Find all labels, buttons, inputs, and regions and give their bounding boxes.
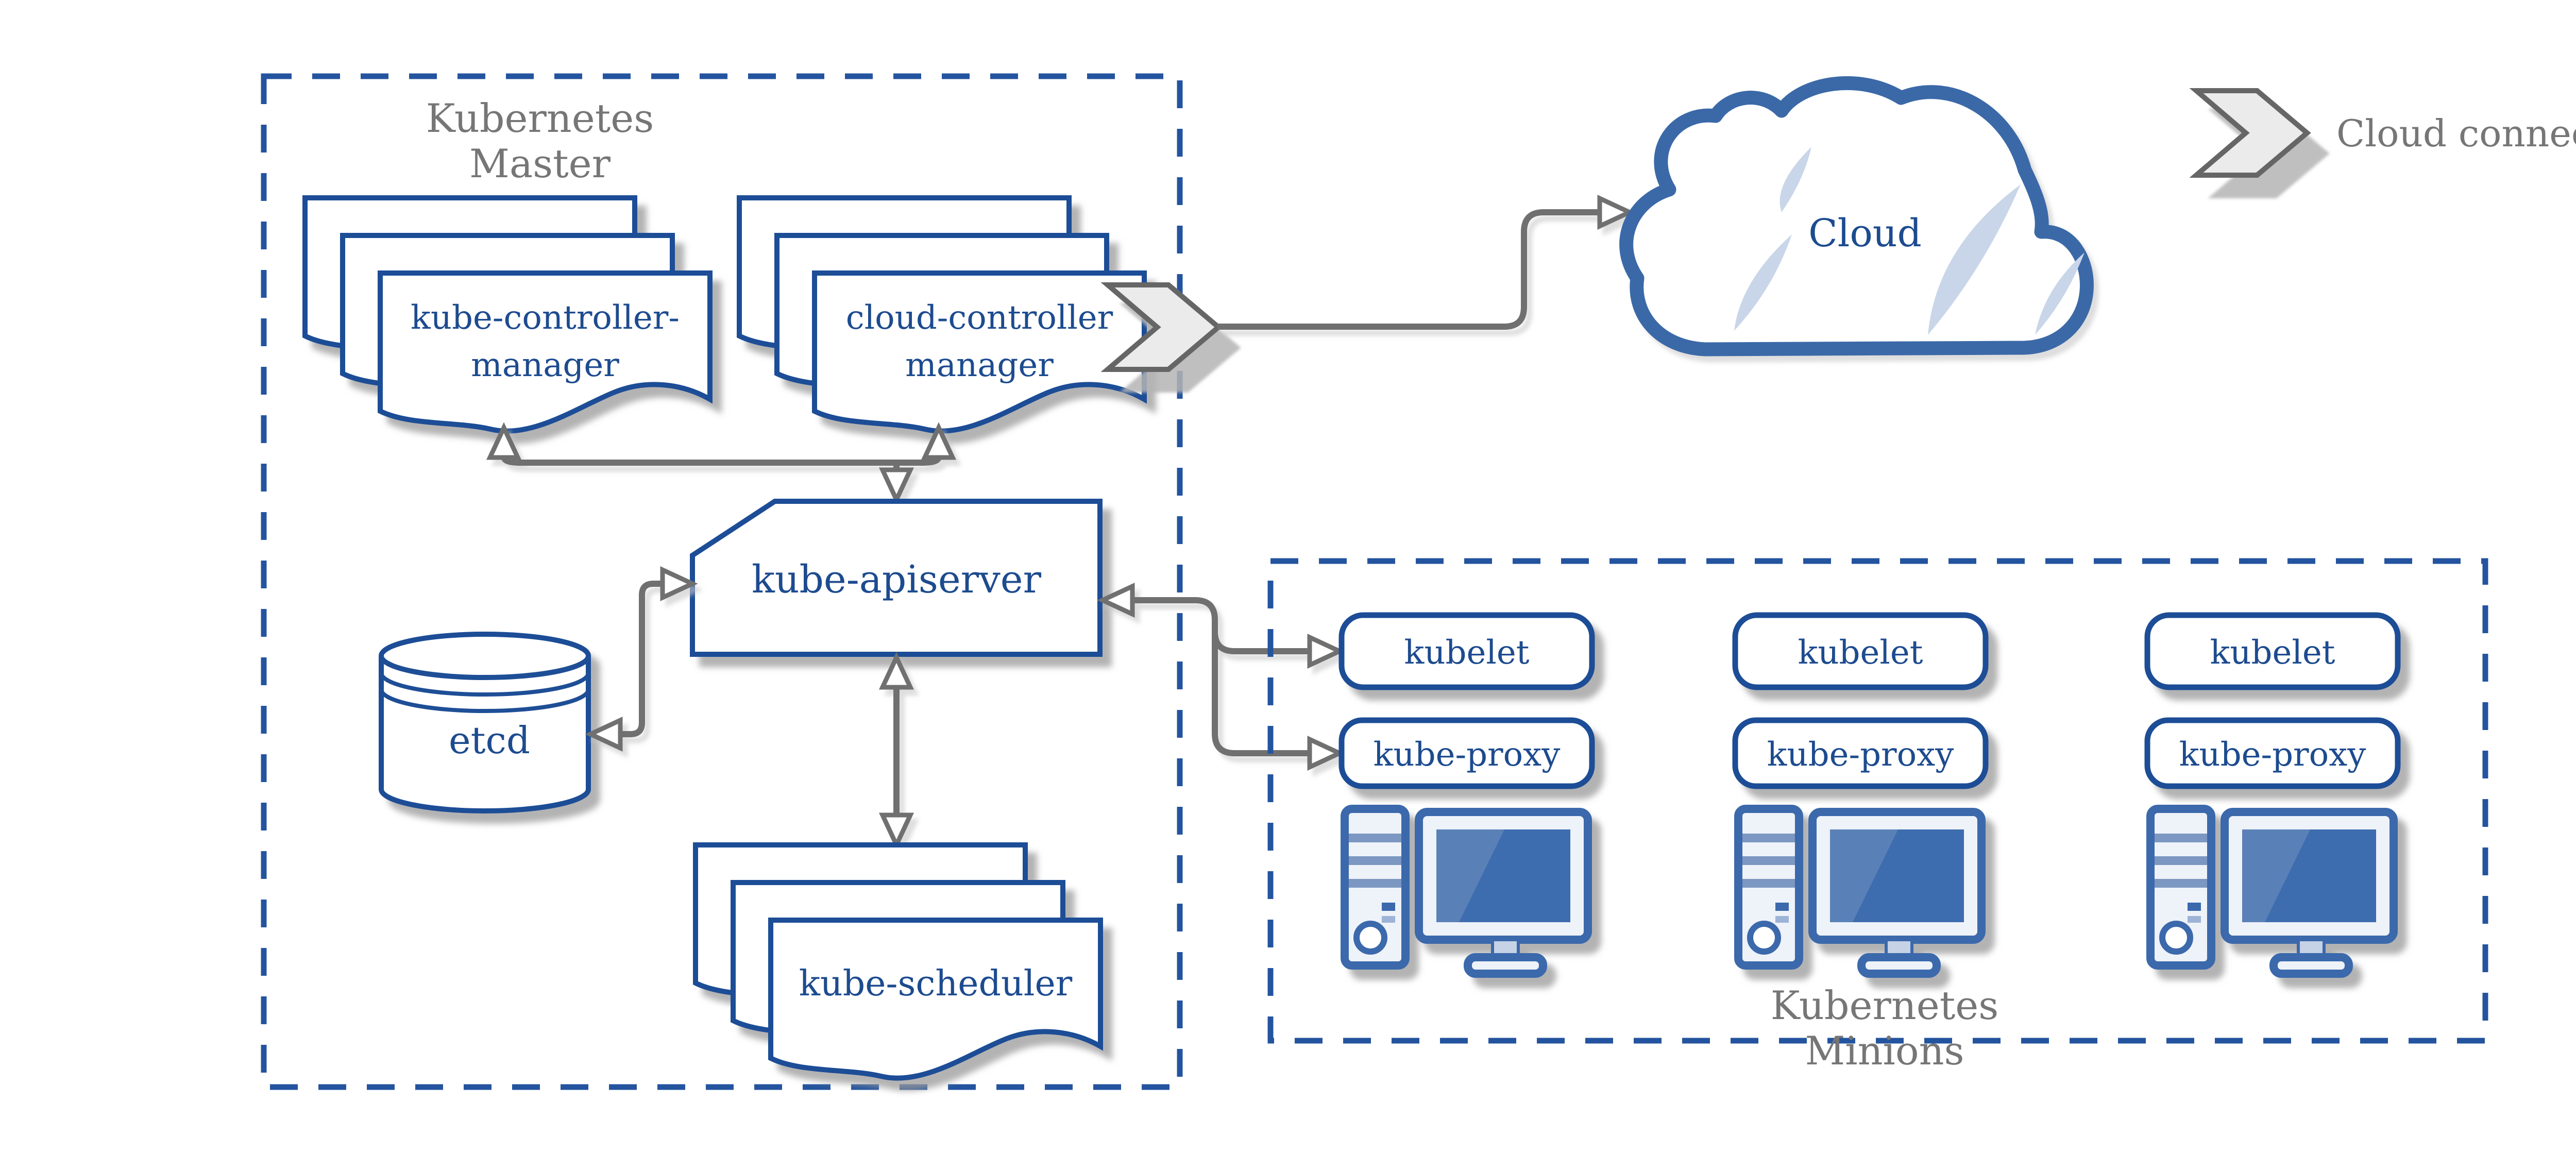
minion-node: kubelet kube-proxy (2144, 612, 2401, 974)
arrow-line (1217, 209, 1600, 330)
arrow-apiserver-to-node (1097, 582, 1345, 771)
arrow-apiserver-scheduler (878, 652, 914, 851)
cylinder-rim (379, 655, 591, 680)
kube-scheduler-label: kube-scheduler (799, 963, 1073, 1004)
arrowhead-up-icon (878, 652, 914, 690)
cloud-slash-decoration (2035, 252, 2084, 335)
master-title-line2: Master (469, 141, 611, 186)
etcd-cylinder-shape (379, 632, 591, 813)
arrowhead-left-icon (585, 716, 623, 752)
cloud-outline (1619, 76, 2094, 357)
kubelet-box (1732, 612, 1989, 690)
arrowhead-down-icon (878, 467, 914, 505)
arrow-connector-to-cloud (1217, 194, 1635, 330)
kubelet-box (1338, 612, 1595, 690)
desktop-computer-icon (1738, 809, 1981, 974)
arrow-line (1130, 597, 1312, 756)
arrowhead-up-icon (486, 422, 522, 460)
kube-proxy-label: kube-proxy (2179, 736, 2366, 774)
minion-node: kubelet kube-proxy (1338, 612, 1595, 974)
kube-scheduler-node: kube-scheduler (696, 845, 1100, 1078)
kubelet-box (2144, 612, 2401, 690)
cylinder-disc-line (379, 689, 590, 713)
kubelet-label: kubelet (2210, 634, 2335, 672)
cloud-controller-manager-node: cloud-controller manager (739, 198, 1144, 431)
minions-title-line2: Minions (1805, 1028, 1964, 1074)
arrowhead-left-icon (1097, 582, 1135, 618)
cloud-controller-manager-label-line2: manager (905, 346, 1054, 384)
cloud-shape: Cloud (1619, 76, 2094, 357)
legend-label: Cloud connector (2336, 112, 2576, 155)
kube-controller-manager-label-line1: kube-controller- (411, 299, 680, 337)
arrowhead-right-icon (1307, 735, 1345, 771)
kubernetes-minions-group: kubelet kube-proxy kubelet kube-proxy ku… (1267, 558, 2488, 1074)
kube-controller-manager-label-line2: manager (471, 346, 619, 384)
kube-proxy-box (1338, 717, 1595, 789)
arrow-apiserver-to-controller-managers (486, 422, 957, 505)
kubernetes-master-group: Kubernetes Master kube-controller- manag… (261, 73, 1183, 1090)
kube-proxy-box (1732, 717, 1989, 789)
kube-proxy-box (2144, 717, 2401, 789)
etcd-label: etcd (449, 719, 530, 762)
arrowhead-right-icon (660, 566, 698, 602)
desktop-computer-icon (1345, 809, 1588, 974)
kubelet-label: kubelet (1798, 634, 1923, 672)
kube-proxy-label: kube-proxy (1374, 736, 1561, 774)
cloud-connector-flow: Cloud (1108, 76, 2094, 369)
cloud-slash-decoration (1780, 147, 1811, 212)
kube-controller-manager-node: kube-controller- manager (305, 198, 710, 431)
arrow-apiserver-etcd (585, 566, 698, 752)
cloud-connector-legend: Cloud connector (2196, 91, 2576, 175)
cloud-slash-decoration (1734, 234, 1792, 331)
kubernetes-master-border (261, 73, 1183, 1090)
kube-proxy-label: kube-proxy (1767, 736, 1954, 774)
arrow-line (618, 581, 665, 737)
cloud-connector-chevron-icon (2196, 91, 2307, 175)
kube-apiserver-node: kube-apiserver (690, 499, 1103, 657)
kubelet-label: kubelet (1404, 634, 1530, 672)
arrow-line (1212, 631, 1312, 654)
minion-node: kubelet kube-proxy (1732, 612, 1989, 974)
etcd-node: etcd (379, 632, 591, 813)
cylinder-disc-line (379, 672, 590, 697)
arrow-line (501, 455, 896, 466)
arrowhead-up-icon (921, 422, 957, 460)
arrowhead-right-icon (1597, 194, 1635, 230)
kube-apiserver-label: kube-apiserver (752, 557, 1042, 602)
desktop-computer-icon (2150, 809, 2394, 974)
minions-title-line1: Kubernetes (1771, 982, 1998, 1028)
master-title-line1: Kubernetes (426, 95, 654, 141)
kubernetes-minions-border (1267, 558, 2488, 1044)
cloud-slash-decoration (1928, 184, 2021, 335)
arrowhead-down-icon (878, 812, 914, 851)
cloud-label: Cloud (1808, 211, 1922, 256)
cloud-controller-manager-label-line1: cloud-controller (846, 299, 1113, 337)
arrowhead-right-icon (1307, 633, 1345, 669)
